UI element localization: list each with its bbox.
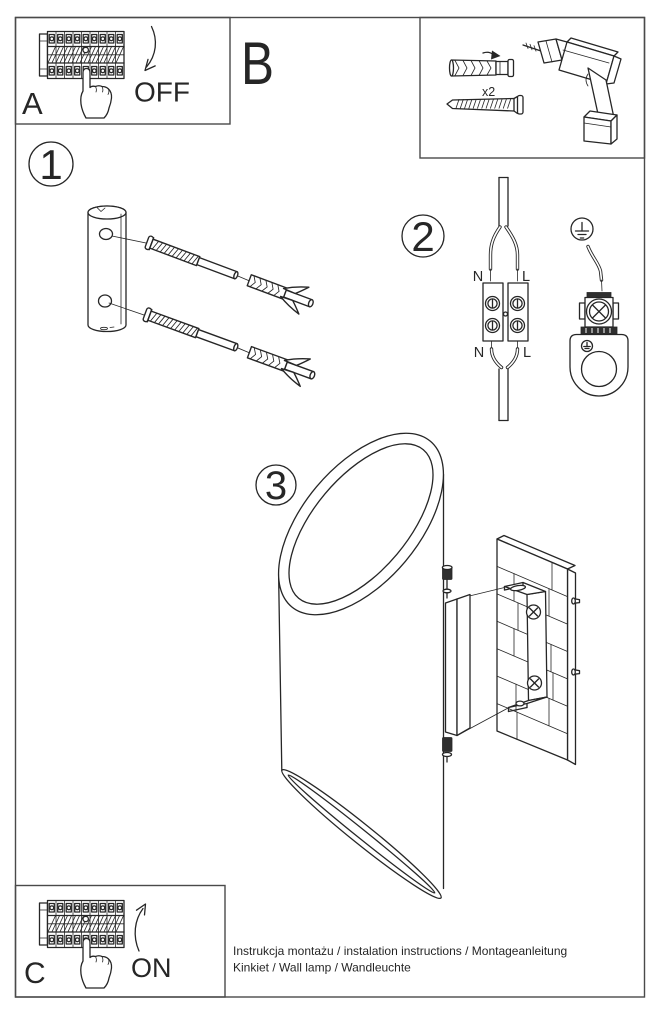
terminal-label-n-bottom: N: [474, 345, 484, 361]
panel-c-box: [14, 884, 226, 998]
qty-label: x2: [482, 85, 495, 99]
step-1-number: 1: [39, 141, 62, 188]
anchor-screw-assembly-bottom: [139, 299, 321, 391]
on-arrow-icon: [134, 903, 147, 952]
step-3: 3: [255, 432, 581, 900]
bracket-screw-bottom: [526, 675, 543, 691]
set-screw-top: [441, 564, 453, 599]
panel-c-label: C: [24, 957, 46, 990]
terminal-label-n-top: N: [473, 269, 483, 285]
panel-c-state-label: ON: [131, 953, 172, 983]
panel-b: B x2: [241, 30, 622, 145]
off-arrow-icon: [144, 25, 157, 72]
panel-a-box: [14, 16, 231, 125]
panel-a-state-label: OFF: [134, 77, 190, 108]
terminal-label-l-bottom: L: [523, 345, 531, 361]
wall-bracket: [503, 581, 548, 713]
step-3-number: 3: [265, 464, 287, 508]
step-2-number: 2: [411, 213, 434, 260]
step-1-badge: [28, 141, 74, 187]
lamp-mounting-plate: [444, 593, 471, 737]
mounting-bracket: [87, 205, 127, 333]
ground-terminal-bracket: [569, 292, 629, 397]
ground-wire: [586, 244, 604, 292]
mains-cable: [488, 176, 520, 422]
wall-screw-top: [571, 597, 581, 605]
set-screw-bottom: [441, 737, 453, 763]
panel-a-label: A: [22, 86, 43, 121]
bracket-screw-top: [525, 604, 542, 620]
ground-mark-icon: [580, 339, 594, 353]
screw-icon: [446, 94, 524, 115]
page-border: [14, 16, 646, 998]
wall-plug-icon: [448, 50, 515, 78]
step-1: 1: [28, 141, 321, 391]
panel-a: A OFF: [22, 25, 190, 121]
panel-c: C ON: [24, 899, 172, 990]
footer-line-2: Kinkiet / Wall lamp / Wandleuchte: [233, 961, 411, 975]
lamp-body: [277, 432, 445, 900]
anchor-screw-assembly-top: [141, 227, 319, 319]
terminal-label-l-top: L: [522, 269, 530, 285]
breaker-panel-icon: [38, 899, 125, 949]
ground-symbol-icon: [570, 217, 594, 241]
drill-icon: [522, 37, 622, 145]
panel-b-box: [419, 16, 646, 159]
terminal-block-icon: [482, 282, 529, 342]
panel-b-label: B: [241, 30, 274, 97]
step-2: 2 N L: [401, 176, 629, 422]
breaker-panel-icon: [38, 30, 125, 80]
footer-line-1: Instrukcja montażu / instalation instruc…: [233, 944, 567, 958]
step-3-badge: [255, 464, 297, 506]
wall-screw-bottom: [571, 668, 581, 676]
step-2-badge: [401, 214, 445, 258]
